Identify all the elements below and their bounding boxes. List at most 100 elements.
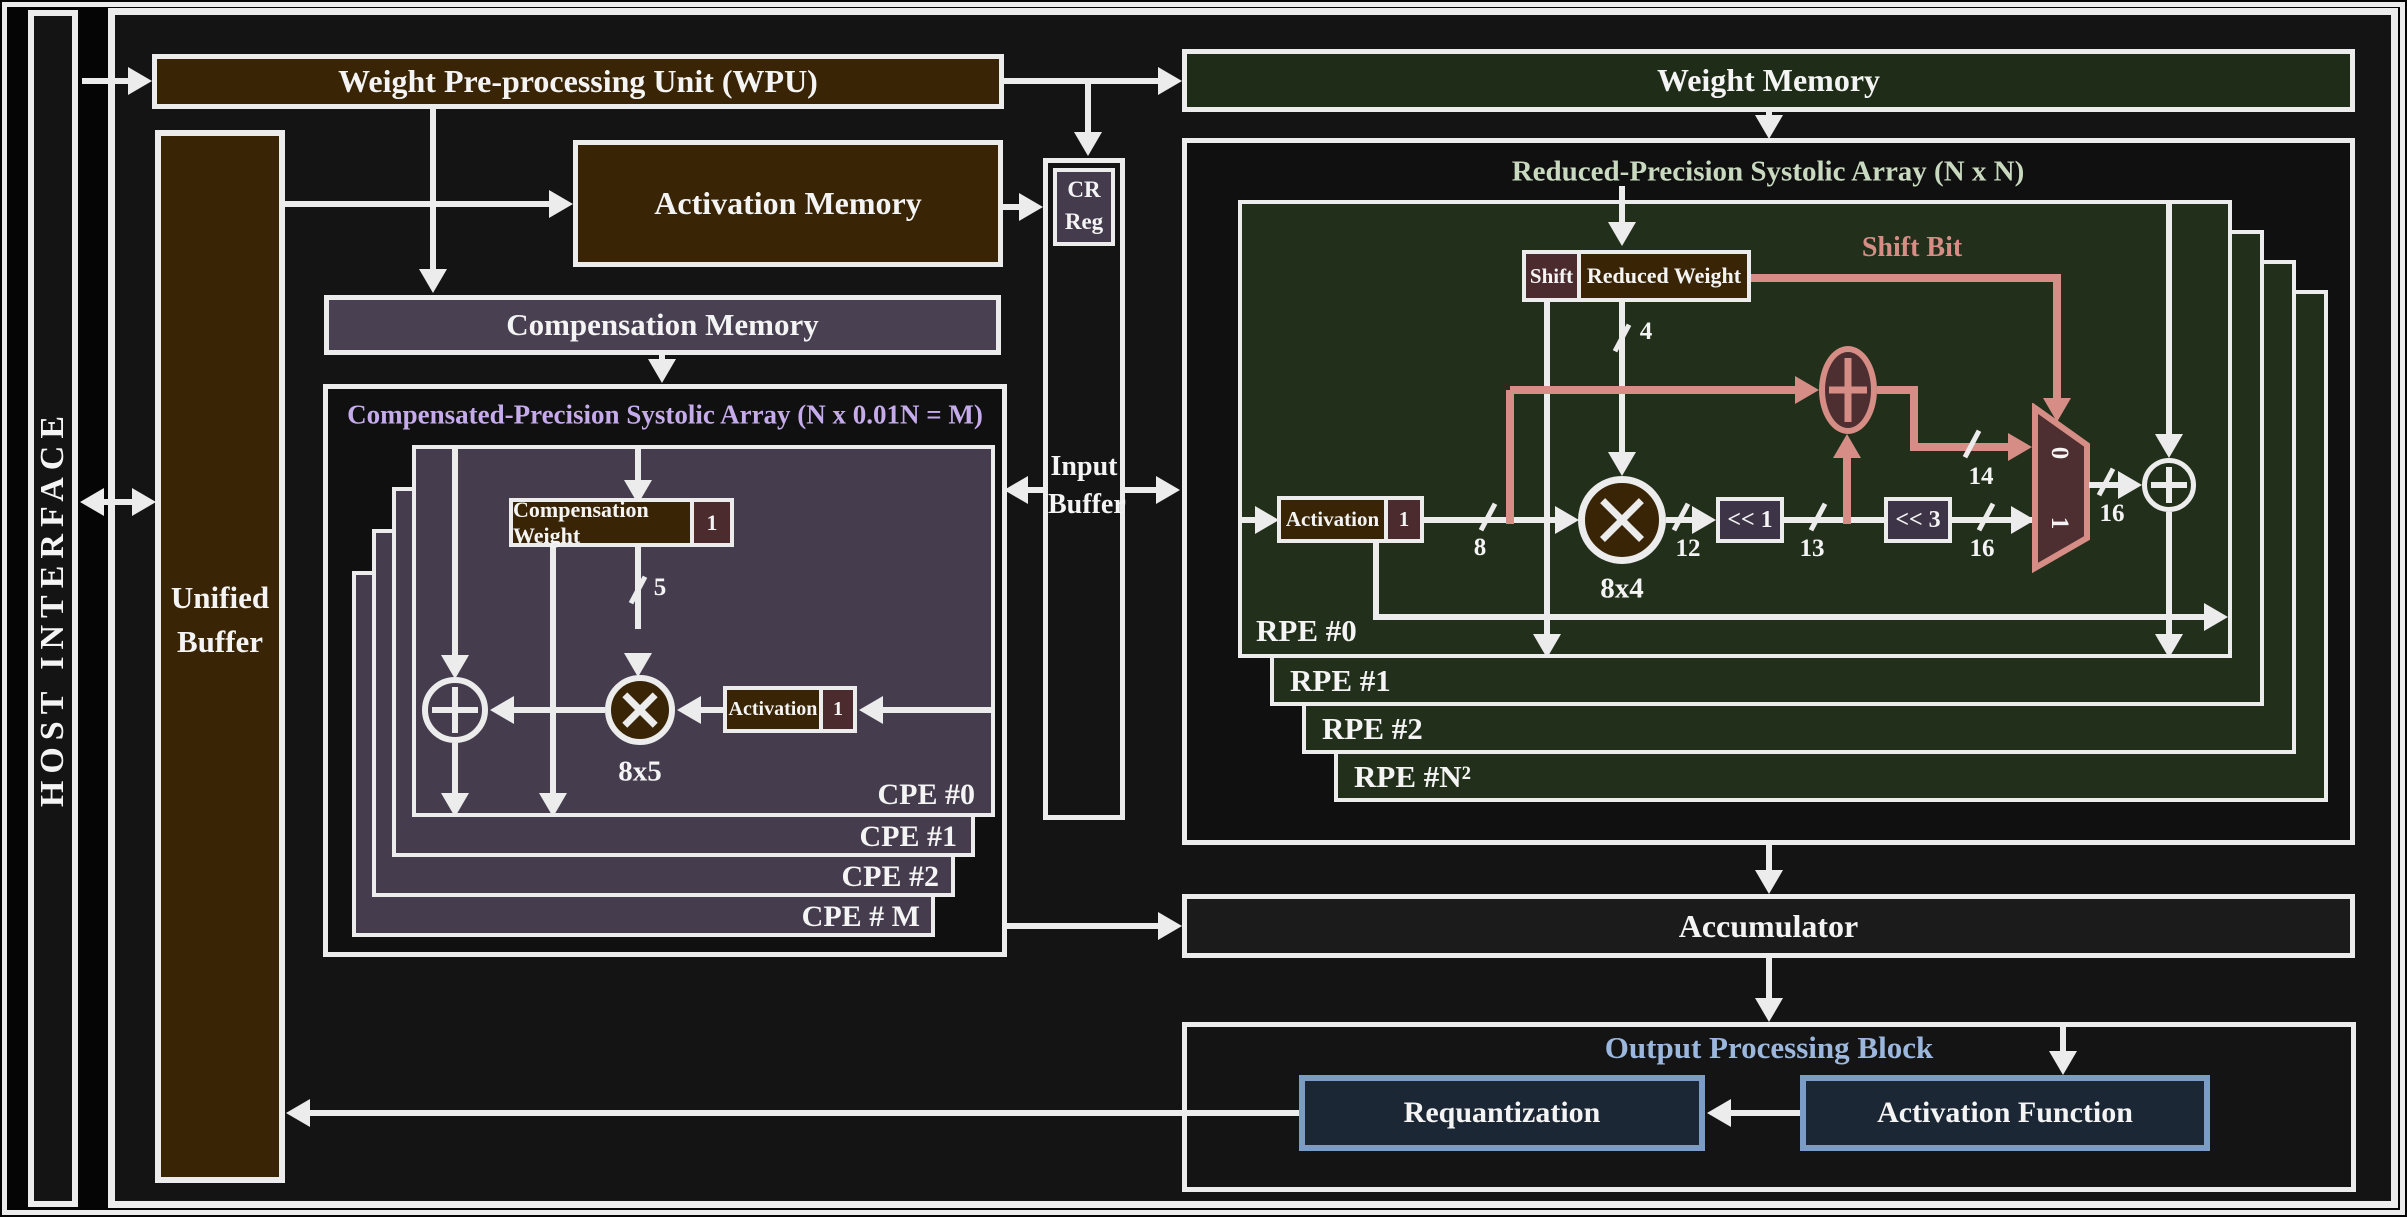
requantization-block: Requantization (1299, 1075, 1705, 1151)
rpe-activation-box: Activation (1281, 500, 1384, 539)
arrow-opb-actfunc (2049, 1051, 2077, 1075)
cpe-weight-in-wire (635, 448, 641, 482)
cpe-2-label: CPE #2 (841, 860, 940, 893)
unified-buffer-label-1: Unified (170, 580, 270, 615)
compensation-weight-box: Compensation Weight (513, 497, 690, 548)
input-buffer-label-2: Buffer (1048, 489, 1126, 520)
arrow-compmem-cpsa (648, 359, 676, 383)
wire-actmem-crreg (1003, 204, 1021, 210)
rpe-weight-mult-arrow (1608, 452, 1636, 476)
arrow-actmem-crreg (1019, 193, 1043, 221)
rpe-reduced-weight-box: Reduced Weight (1577, 254, 1747, 298)
cpe-psum-arrow-out (441, 793, 469, 817)
unified-buffer-label-2: Buffer (176, 624, 264, 659)
wire-requant-ub (306, 1110, 1299, 1116)
rpe-pink-mux-arrow (2008, 433, 2032, 461)
rpe-activation-reg: Activation 1 (1277, 496, 1424, 543)
wire-accumulator-opb (1766, 958, 1772, 1000)
wire-compmem-cpsa (659, 355, 665, 362)
arrow-wm-rpsa (1755, 115, 1783, 139)
rpe-mux-icon (2032, 403, 2090, 573)
weight-memory-block: Weight Memory (1182, 49, 2355, 112)
rpe-act-pass-wire-h (1376, 614, 2206, 620)
wire-opb-actfunc (2060, 1027, 2066, 1052)
cpe-weight-pass-arrow (539, 793, 567, 817)
rpe-psum-wire-bottom (2166, 512, 2172, 636)
wire-host-unifiedbuffer (100, 499, 136, 505)
wire-rpsa-accumulator (1766, 845, 1772, 872)
rpe-1-label: RPE #1 (1290, 663, 1391, 698)
cpe-activation-reg: Activation 1 (723, 686, 857, 733)
rpe-act-pass-arrow (2204, 603, 2228, 631)
cpe-0-label: CPE #0 (877, 778, 976, 811)
rpe-weight-in-arrow (1608, 222, 1636, 246)
cpe-psum-wire-top (452, 448, 458, 658)
rpe-weight-mult-wire (1619, 302, 1625, 454)
rpe-bitwidth13-label: 13 (1799, 535, 1825, 562)
cr-reg-label-1: CR (1067, 177, 1101, 202)
cpe-compensation-weight-reg: Compensation Weight 1 (509, 497, 734, 548)
cpe-adder-icon (422, 677, 488, 743)
cpe-mult-adder-wire (510, 707, 605, 713)
rpe-bitwidth8-label: 8 (1473, 534, 1487, 561)
cr-reg-label-2: Reg (1064, 209, 1104, 234)
cpe-m-label: CPE # M (801, 900, 920, 933)
rpe-act-in-arrow (1255, 506, 1279, 534)
cr-reg-block: CR Reg (1053, 168, 1115, 246)
input-buffer-block: Input Buffer (1043, 158, 1126, 820)
compensation-weight-reg1: 1 (690, 502, 730, 543)
rpe-multiplier-icon (1578, 476, 1666, 564)
rpe-pink-branch-riser (1506, 390, 1514, 524)
activation-function-label: Activation Function (1877, 1096, 2133, 1129)
rpe-psum-arrow-out (2155, 634, 2183, 658)
arrow-requant-ub (286, 1099, 310, 1127)
rpe-shiftbit-wire-v (2053, 278, 2061, 400)
rpe-pink-branch-wire (1510, 386, 1797, 394)
accumulator-label: Accumulator (1678, 907, 1859, 944)
wire-ub-actmem (285, 201, 551, 207)
rpe-shiftbit-wire-h (1751, 274, 2061, 282)
rpe-bitwidth16b-label: 16 (2099, 500, 2125, 527)
wpu-label: Weight Pre-processing Unit (WPU) (338, 63, 818, 99)
rpe-act-in-wire (1241, 517, 1259, 523)
arrow-rpsa-accumulator (1755, 870, 1783, 894)
rpe-0-label: RPE #0 (1256, 613, 1357, 648)
cpsa-title: Compensated-Precision Systolic Array (N … (347, 399, 983, 430)
rpe-pink-adder-in-arrow (1795, 376, 1819, 404)
rpe-pink-riser2 (1843, 452, 1851, 524)
cpe-act-in-wire (879, 707, 995, 713)
activation-function-block: Activation Function (1800, 1075, 2210, 1151)
rpe-bitwidth14-label: 14 (1968, 463, 1994, 490)
wire-cpsa-accumulator (1007, 923, 1160, 929)
wire-inputbuffer-rpsa (1125, 487, 1158, 493)
arrow-wpu-wm (1158, 67, 1182, 95)
accumulator-block: Accumulator (1182, 894, 2355, 958)
arrow-actfunc-requant (1707, 1099, 1731, 1127)
rpe-2-label: RPE #2 (1322, 711, 1423, 746)
rpe-n2-label: RPE #N² (1354, 759, 1471, 794)
rpe-activation-reg1: 1 (1384, 500, 1420, 539)
host-interface-bar: HOST INTERFACE (28, 10, 78, 1207)
host-interface-label: HOST INTERFACE (34, 409, 71, 808)
activation-memory-block: Activation Memory (573, 140, 1003, 267)
wire-wpu-inputbuffer (1085, 81, 1091, 134)
cpe-activation-reg1: 1 (819, 690, 853, 729)
compensation-memory-block: Compensation Memory (324, 295, 1001, 355)
rpe-act-pass-wire-v (1373, 543, 1379, 620)
rpe-mult-precision-label: 8x4 (1600, 572, 1644, 605)
rpe-pink-adder-bottom-arrow (1833, 434, 1861, 458)
arrow-unifiedbuffer-host (80, 488, 104, 516)
cpe-activation-box: Activation (727, 690, 819, 729)
rpe-shift-box: Shift (1526, 254, 1577, 298)
wire-host-wpu (82, 78, 130, 84)
rpe-shifter1-box: << 1 (1716, 497, 1784, 543)
wire-wpu-wm (1004, 78, 1160, 84)
rpe-act-mult-arrow (1555, 506, 1579, 534)
rpe-shl1-shl3-wire (1784, 517, 1884, 523)
rpe-bitwidth4-label: 4 (1639, 318, 1653, 345)
rpe-shift-pass-arrow (1533, 634, 1561, 658)
rpe-mult-shl1-arrow (1692, 506, 1716, 534)
rpe-pink-out-riser (1910, 390, 1918, 451)
